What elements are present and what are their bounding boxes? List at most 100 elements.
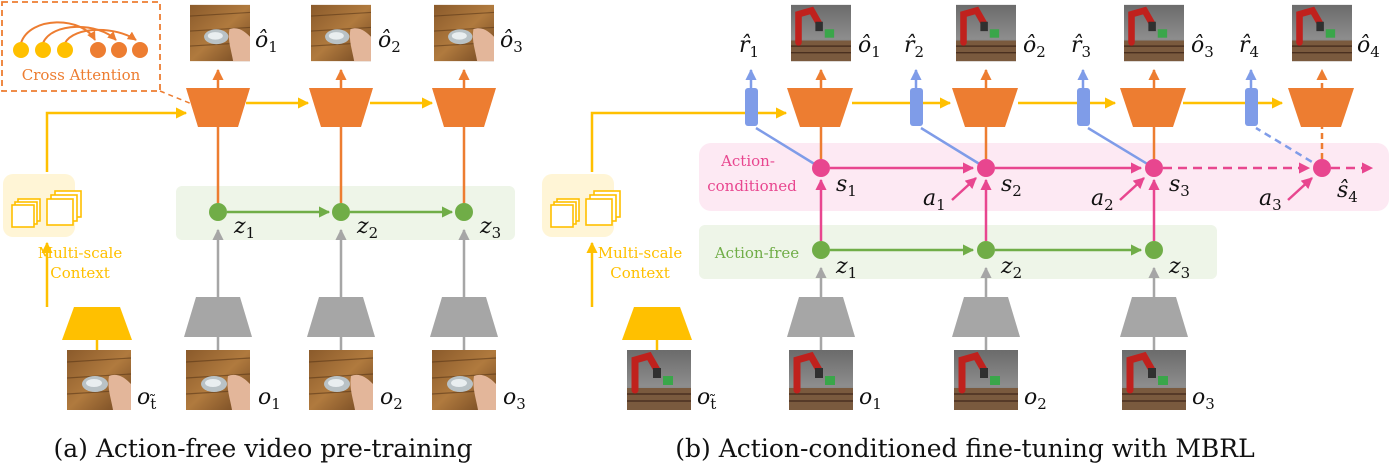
action-label-1: a1 [923, 186, 946, 214]
left-output-frame-3 [434, 4, 494, 62]
panel-action-conditioned-finetuning: Multi-scale Context Action- conditioned … [542, 5, 1389, 463]
left-decoder-1 [186, 88, 250, 127]
reward-head-2 [910, 88, 923, 126]
right-multiscale-context: Multi-scale Context [542, 174, 682, 282]
left-input-label-3: o3 [503, 385, 526, 413]
action-free-label: Action-free [714, 244, 799, 262]
right-latent-node-1 [812, 241, 830, 259]
reward-label-4: r̂4 [1239, 33, 1259, 61]
right-output-label-2: ô2 [1023, 33, 1046, 61]
right-output-label-1: ô1 [858, 33, 881, 61]
right-input-frame-2 [954, 350, 1018, 410]
right-context-encoder [622, 307, 692, 340]
left-latent-node-2 [332, 203, 350, 221]
left-context-frame [67, 350, 131, 410]
state-label-2: s2 [1001, 172, 1022, 200]
left-latent-label-1: z1 [233, 214, 255, 242]
right-output-label-4: ô4 [1357, 33, 1380, 61]
right-encoder-2 [952, 297, 1020, 337]
right-input-label-1: o1 [859, 385, 882, 413]
right-latent-node-3 [1145, 241, 1163, 259]
left-column-3 [430, 68, 498, 350]
right-latent-label-1: z1 [835, 254, 857, 282]
left-latent-node-1 [209, 203, 227, 221]
left-input-frame-3 [432, 350, 496, 410]
right-encoder-3 [1120, 297, 1188, 337]
right-output-frame-1 [791, 5, 851, 61]
right-output-frame-3 [1124, 5, 1184, 61]
right-latent-label-3: z3 [1168, 254, 1190, 282]
reward-label-3: r̂3 [1071, 33, 1091, 61]
left-encoder-2 [307, 297, 375, 337]
right-context-arrows [586, 97, 1284, 307]
right-columns [745, 68, 1374, 350]
right-output-label-3: ô3 [1191, 33, 1214, 61]
reward-head-3 [1077, 88, 1090, 126]
left-math-labels: ô1 ô2 ô3 z1 z2 z3 ot̃ o1 o2 o3 [137, 28, 526, 413]
right-output-frame-4 [1292, 5, 1352, 61]
right-input-frame-1 [789, 350, 853, 410]
cross-attention-callout: Cross Attention [1, 1, 193, 105]
right-state-node-2 [977, 159, 995, 177]
context-frames-icon [11, 190, 82, 228]
left-encoder-3 [430, 297, 498, 337]
left-output-frame-1 [190, 4, 250, 62]
left-context-input-label: ot̃ [137, 385, 156, 413]
left-context-label-1: Multi-scale [38, 244, 123, 262]
right-latent-node-2 [977, 241, 995, 259]
right-latent-label-2: z2 [1000, 254, 1022, 282]
left-columns [184, 68, 498, 350]
right-latent-to-state [815, 178, 1160, 241]
left-column-1 [184, 68, 252, 350]
left-decoder-3 [432, 88, 496, 127]
left-context-arrows [41, 97, 434, 307]
right-math-labels: r̂1 r̂2 r̂3 r̂4 ô1 ô2 ô3 ô4 s1 s2 s3 ŝ4 … [697, 33, 1380, 413]
action-label-2: a2 [1091, 186, 1114, 214]
right-reward-heads [745, 68, 1323, 170]
action-label-3: a3 [1259, 186, 1282, 214]
state-label-4: ŝ4 [1337, 178, 1358, 206]
right-context-label-1: Multi-scale [598, 244, 683, 262]
left-input-label-1: o1 [258, 385, 281, 413]
action-conditioned-label-1: Action- [720, 152, 775, 170]
right-context-label-2: Context [610, 264, 670, 282]
left-column-2 [307, 68, 375, 350]
attention-context-tokens [13, 42, 73, 58]
left-output-label-3: ô3 [500, 28, 523, 56]
right-context-frames-icon [550, 190, 621, 228]
reward-head-4 [1245, 88, 1258, 126]
right-state-node-1 [812, 159, 830, 177]
attention-query-tokens [90, 42, 148, 58]
right-encoder-1 [787, 297, 855, 337]
right-action-free-band [699, 225, 1217, 279]
left-context-label-2: Context [50, 264, 110, 282]
left-encoder-1 [184, 297, 252, 337]
left-latent-label-2: z2 [356, 214, 378, 242]
attention-arcs [20, 21, 137, 44]
reward-label-2: r̂2 [904, 33, 924, 61]
left-input-label-2: o2 [380, 385, 403, 413]
left-input-frame-1 [186, 350, 250, 410]
state-label-1: s1 [836, 172, 857, 200]
right-input-label-3: o3 [1192, 385, 1215, 413]
left-decoder-2 [309, 88, 373, 127]
right-decoder-4 [1288, 88, 1354, 127]
right-decoder-1 [787, 88, 853, 127]
right-state-node-4 [1313, 159, 1331, 177]
right-context-frame [627, 350, 691, 410]
right-action-conditioned-band [699, 143, 1389, 211]
left-caption: (a) Action-free video pre-training [53, 434, 472, 463]
reward-label-1: r̂1 [739, 33, 759, 61]
left-latent-label-3: z3 [479, 214, 501, 242]
left-input-frame-2 [309, 350, 373, 410]
panel-action-free-pretraining: Cross Attention Multi-scale Context [1, 1, 526, 463]
left-output-frame-2 [311, 4, 371, 62]
right-decoder-outputs [815, 68, 1328, 88]
cross-attention-label: Cross Attention [22, 66, 141, 84]
right-input-frame-3 [1122, 350, 1186, 410]
left-multiscale-context: Multi-scale Context [3, 174, 122, 282]
right-decoder-2 [952, 88, 1018, 127]
left-context-encoder [62, 307, 132, 340]
right-state-to-decoder [819, 127, 1324, 159]
